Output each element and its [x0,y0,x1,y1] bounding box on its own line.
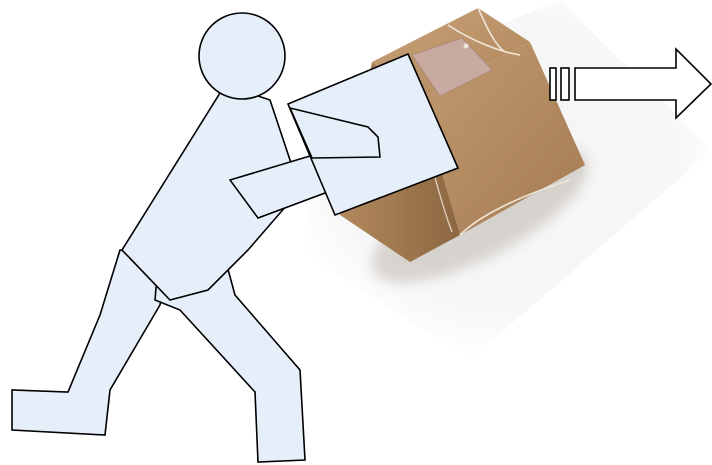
package-tag-hole [464,44,469,49]
arrow-stripe-1 [550,68,556,100]
figure-head [199,13,285,99]
arrow-stripe-2 [561,68,569,100]
figure-back-leg [12,250,170,435]
